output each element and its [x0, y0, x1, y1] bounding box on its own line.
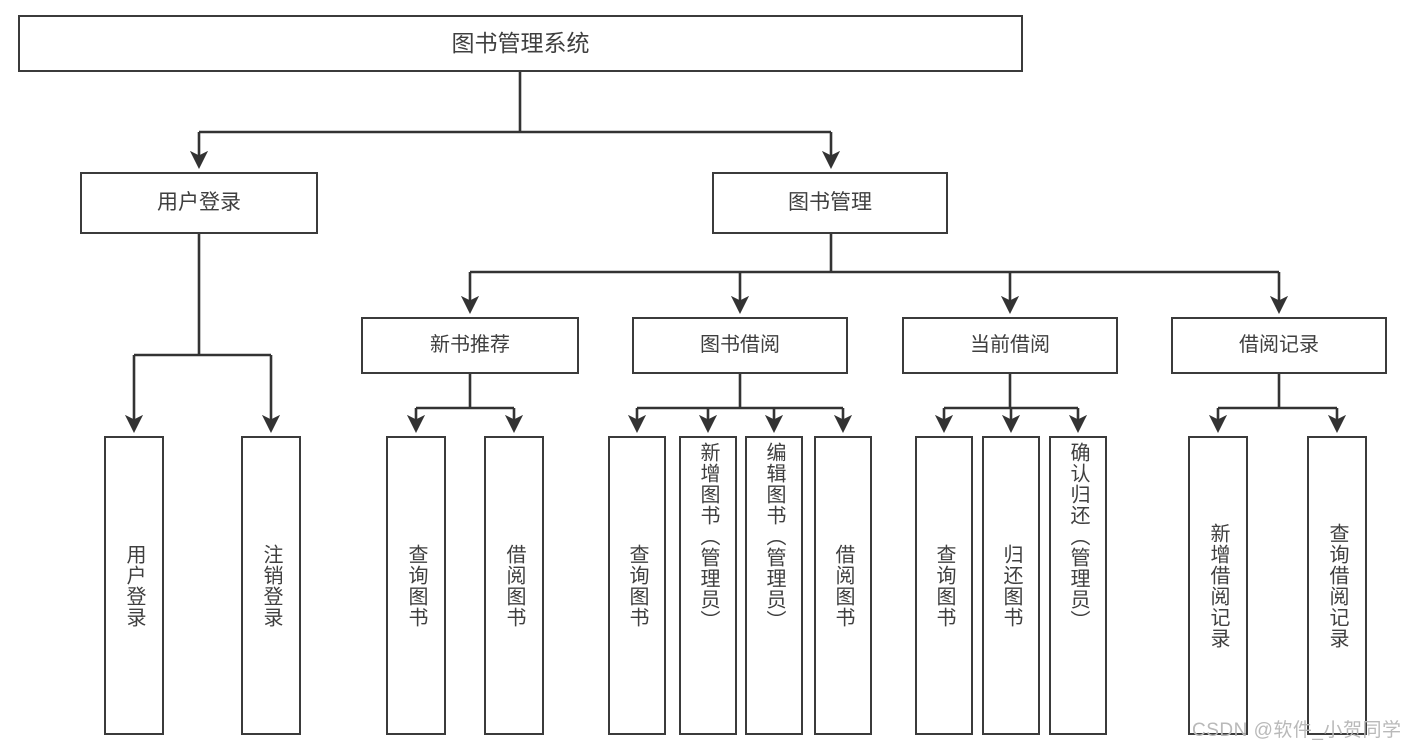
leaf-add-borrow-record[interactable]: 新增借阅记录 — [1188, 436, 1248, 735]
node-book-borrow[interactable]: 图书借阅 — [632, 317, 848, 374]
leaf-label: 注销登录 — [260, 543, 282, 628]
leaf-label: 查询图书 — [626, 543, 648, 628]
leaf-label: 编辑图书（管理员） — [763, 442, 785, 631]
leaf-label: 借阅图书 — [832, 543, 854, 628]
leaf-add-book-admin[interactable]: 新增图书（管理员） — [679, 436, 737, 735]
leaf-edit-book-admin[interactable]: 编辑图书（管理员） — [745, 436, 803, 735]
node-root-system[interactable]: 图书管理系统 — [18, 15, 1023, 72]
leaf-label: 归还图书 — [1000, 543, 1022, 628]
leaf-logout[interactable]: 注销登录 — [241, 436, 301, 735]
csdn-watermark: CSDN @软件_小贺同学 — [1192, 720, 1402, 741]
node-user-login[interactable]: 用户登录 — [80, 172, 318, 234]
leaf-return-book[interactable]: 归还图书 — [982, 436, 1040, 735]
leaf-label: 查询图书 — [933, 543, 955, 628]
leaf-query-borrow-record[interactable]: 查询借阅记录 — [1307, 436, 1367, 735]
leaf-lend-book[interactable]: 借阅图书 — [814, 436, 872, 735]
leaf-label: 新增借阅记录 — [1207, 522, 1229, 649]
leaf-query-book-borrow[interactable]: 查询图书 — [608, 436, 666, 735]
leaf-query-book-current[interactable]: 查询图书 — [915, 436, 973, 735]
node-borrow-records[interactable]: 借阅记录 — [1171, 317, 1387, 374]
node-new-book-recommend[interactable]: 新书推荐 — [361, 317, 579, 374]
leaf-label: 查询借阅记录 — [1326, 522, 1348, 649]
leaf-label: 新增图书（管理员） — [697, 442, 719, 631]
leaf-label: 确认归还（管理员） — [1067, 442, 1089, 631]
leaf-label: 用户登录 — [123, 543, 145, 628]
leaf-borrow-book-new[interactable]: 借阅图书 — [484, 436, 544, 735]
leaf-user-login[interactable]: 用户登录 — [104, 436, 164, 735]
leaf-query-book-new[interactable]: 查询图书 — [386, 436, 446, 735]
node-current-borrow[interactable]: 当前借阅 — [902, 317, 1118, 374]
leaf-label: 查询图书 — [405, 543, 427, 628]
leaf-label: 借阅图书 — [503, 543, 525, 628]
leaf-confirm-return-admin[interactable]: 确认归还（管理员） — [1049, 436, 1107, 735]
node-book-management[interactable]: 图书管理 — [712, 172, 948, 234]
